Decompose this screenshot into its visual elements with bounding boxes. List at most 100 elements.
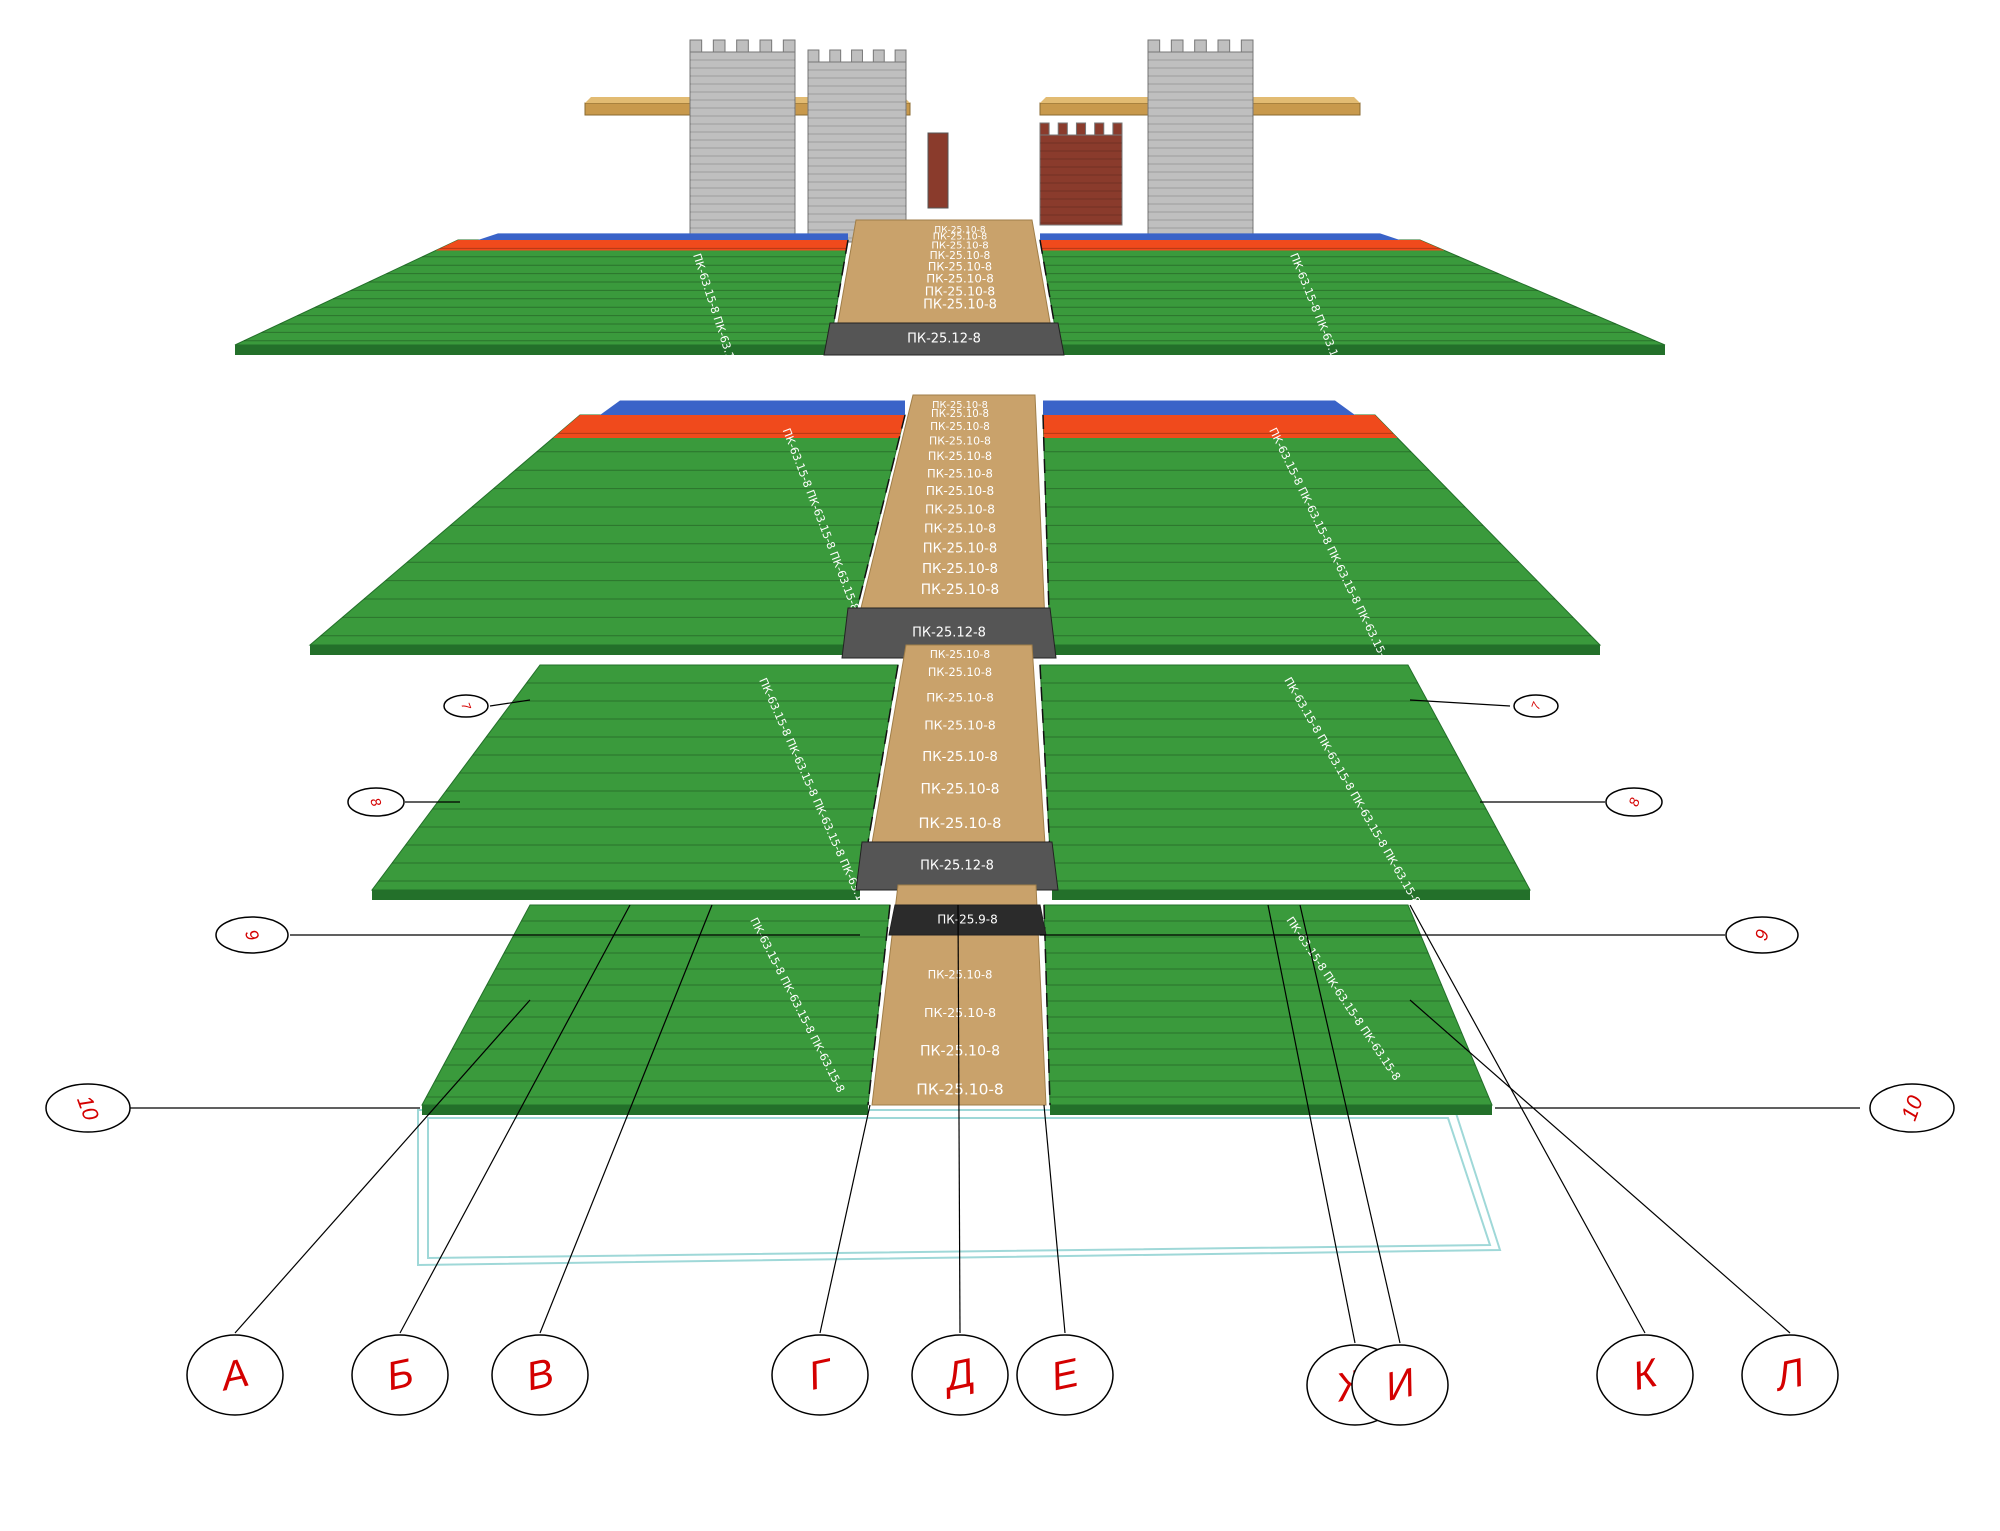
chimney-right-body [1039,134,1123,226]
band-blue-left [600,400,905,415]
axis-bubble-10-left: 10 [45,1083,131,1133]
axis-bubble-letter-2: Б [351,1334,449,1416]
band-orange-left [435,240,848,251]
axis-bubble-letter-4-circle [771,1334,869,1416]
band-orange-right [1040,240,1445,251]
tower-left-1-merlon [689,39,703,53]
corridor-dash-left [847,414,906,646]
corridor-panel-label: ПК-25.10-8 [930,249,991,262]
corridor-panel-label: ПК-25.10-8 [926,272,994,286]
axis-bubble-letter-9-circle [1596,1334,1694,1416]
tower-right-1-merlon [1240,39,1254,53]
axis-line-7-left [489,699,531,707]
chimney-right-brick-pattern [1040,142,1122,224]
axis-bubble-8-left: 8 [347,787,405,817]
tower-left-2 [807,49,907,243]
axis-bubble-9-left: 9 [215,916,289,954]
chimney-right-merlon [1094,122,1105,136]
axis-bubble-letter-6: Е [1016,1334,1114,1416]
slab-right-edge [1052,890,1530,900]
corridor-panel-label: ПК-25.10-8 [926,690,994,704]
axis-bubble-letter-5: Д [911,1334,1009,1416]
corridor-dash-left [859,664,899,891]
axis-bubble-letter-1-circle [186,1334,284,1416]
axis-bubble-9-right-circle [1725,916,1799,954]
tower-left-2-merlon [807,49,820,63]
axis-line-10 [1409,999,1791,1334]
corridor-panel-label: ПК-25.10-8 [923,541,997,556]
tower-left-1-merlon [736,39,749,53]
chimney-right-merlon [1112,122,1123,136]
grid-axis-lines [130,699,1860,1344]
axis-bubble-8-right: 8 [1605,787,1663,817]
tower-left-1-merlon [782,39,796,53]
axis-bubble-letter-3: В [491,1334,589,1416]
corridor-panel-label: ПК-25.10-8 [924,1005,996,1020]
corridor-panel-label: ПК-25.10-8 [932,400,988,411]
tower-left-2-merlon [851,49,863,63]
slab-level-2: ПК-63.15-8 ПК-63.15-8 ПК-63.15-8 ПК-63.1… [308,394,1602,674]
tower-left-2-merlon [829,49,842,63]
panel-seams [243,247,1656,342]
corridor-panel-label: ПК-25.10-8 [926,484,994,498]
slab-left-edge [235,345,830,355]
axis-bubble-8-left-circle [347,787,405,817]
axis-bubble-letter-8-circle [1351,1344,1449,1426]
tower-right-1-merlon [1217,39,1231,53]
corridor-panel-label: ПК-25.10-8 [933,232,988,243]
key-panel-label: ПК-25.12-8 [920,859,994,874]
tower-left-2-merlon [894,49,907,63]
band-blue-right [1043,400,1355,415]
key-panel-label: ПК-25.9-8 [937,913,998,927]
axis-bubble-letter-10-circle [1741,1334,1839,1416]
band-blue-left [478,233,848,240]
slab-left-edge [372,890,860,900]
corridor-dash-right [1043,904,1051,1106]
corridor-panel-label: ПК-25.10-8 [925,503,995,517]
key-panel: ПК-25.12-8 [855,841,1059,891]
key-panel: ПК-25.12-8 [823,322,1065,356]
slab-right-edge [1050,645,1600,655]
corridor-panel-label: ПК-25.10-8 [934,226,985,236]
corridor-dash-right [1042,414,1051,646]
band-orange-right [1043,415,1398,438]
tower-left-1-brick-pattern [690,59,795,237]
axis-bubble-7-right: 7 [1513,694,1559,718]
axis-bubble-10-right-circle [1869,1083,1955,1133]
axis-bubble-letter-10: Л [1741,1334,1839,1416]
corridor-panel-label: ПК-25.10-8 [916,1081,1003,1099]
towers-group [584,39,1361,243]
axis-bubble-7-left: 7 [443,694,489,718]
corridor-panel-label: ПК-25.10-8 [920,1044,1000,1060]
chimney-right [1039,122,1123,226]
tower-left-2-body [807,61,907,243]
corridor-panel-label: ПК-25.10-8 [927,467,993,481]
slab-level-3: ПК-63.15-8 ПК-63.15-8 ПК-63.15-8 ПК-63.1… [371,644,1531,919]
axis-bubble-letter-3-circle [491,1334,589,1416]
chimney-right-merlon [1039,122,1050,136]
grid-axis-bubbles: АБВГДЕЖИКЛ1010998877 [45,694,1955,1426]
axis-line-5 [957,904,961,1334]
axis-line-1 [234,999,531,1334]
key-panel-body [855,841,1059,891]
axis-bubble-7-left-circle [443,694,489,718]
corridor-panel-label: ПК-25.10-8 [919,815,1002,832]
corridor-panel-label: ПК-25.10-8 [930,421,990,433]
panel-seams [426,920,1489,1098]
band-orange-left [553,415,905,438]
axis-line-9 [1409,904,1646,1334]
panel-seams [378,682,1526,882]
axis-bubble-10-right: 10 [1869,1083,1955,1133]
key-panel-label: ПК-25.12-8 [907,332,981,347]
axis-bubble-letter-6-circle [1016,1334,1114,1416]
key-panel-body [823,322,1065,356]
tower-right-1 [1147,39,1254,243]
corridor-panel-label: ПК-25.10-8 [929,434,991,447]
key-panel: ПК-25.9-8 [888,904,1047,936]
corridor-panel-label: ПК-25.10-8 [928,450,992,463]
corridor-panel-label: ПК-25.10-8 [931,241,988,252]
